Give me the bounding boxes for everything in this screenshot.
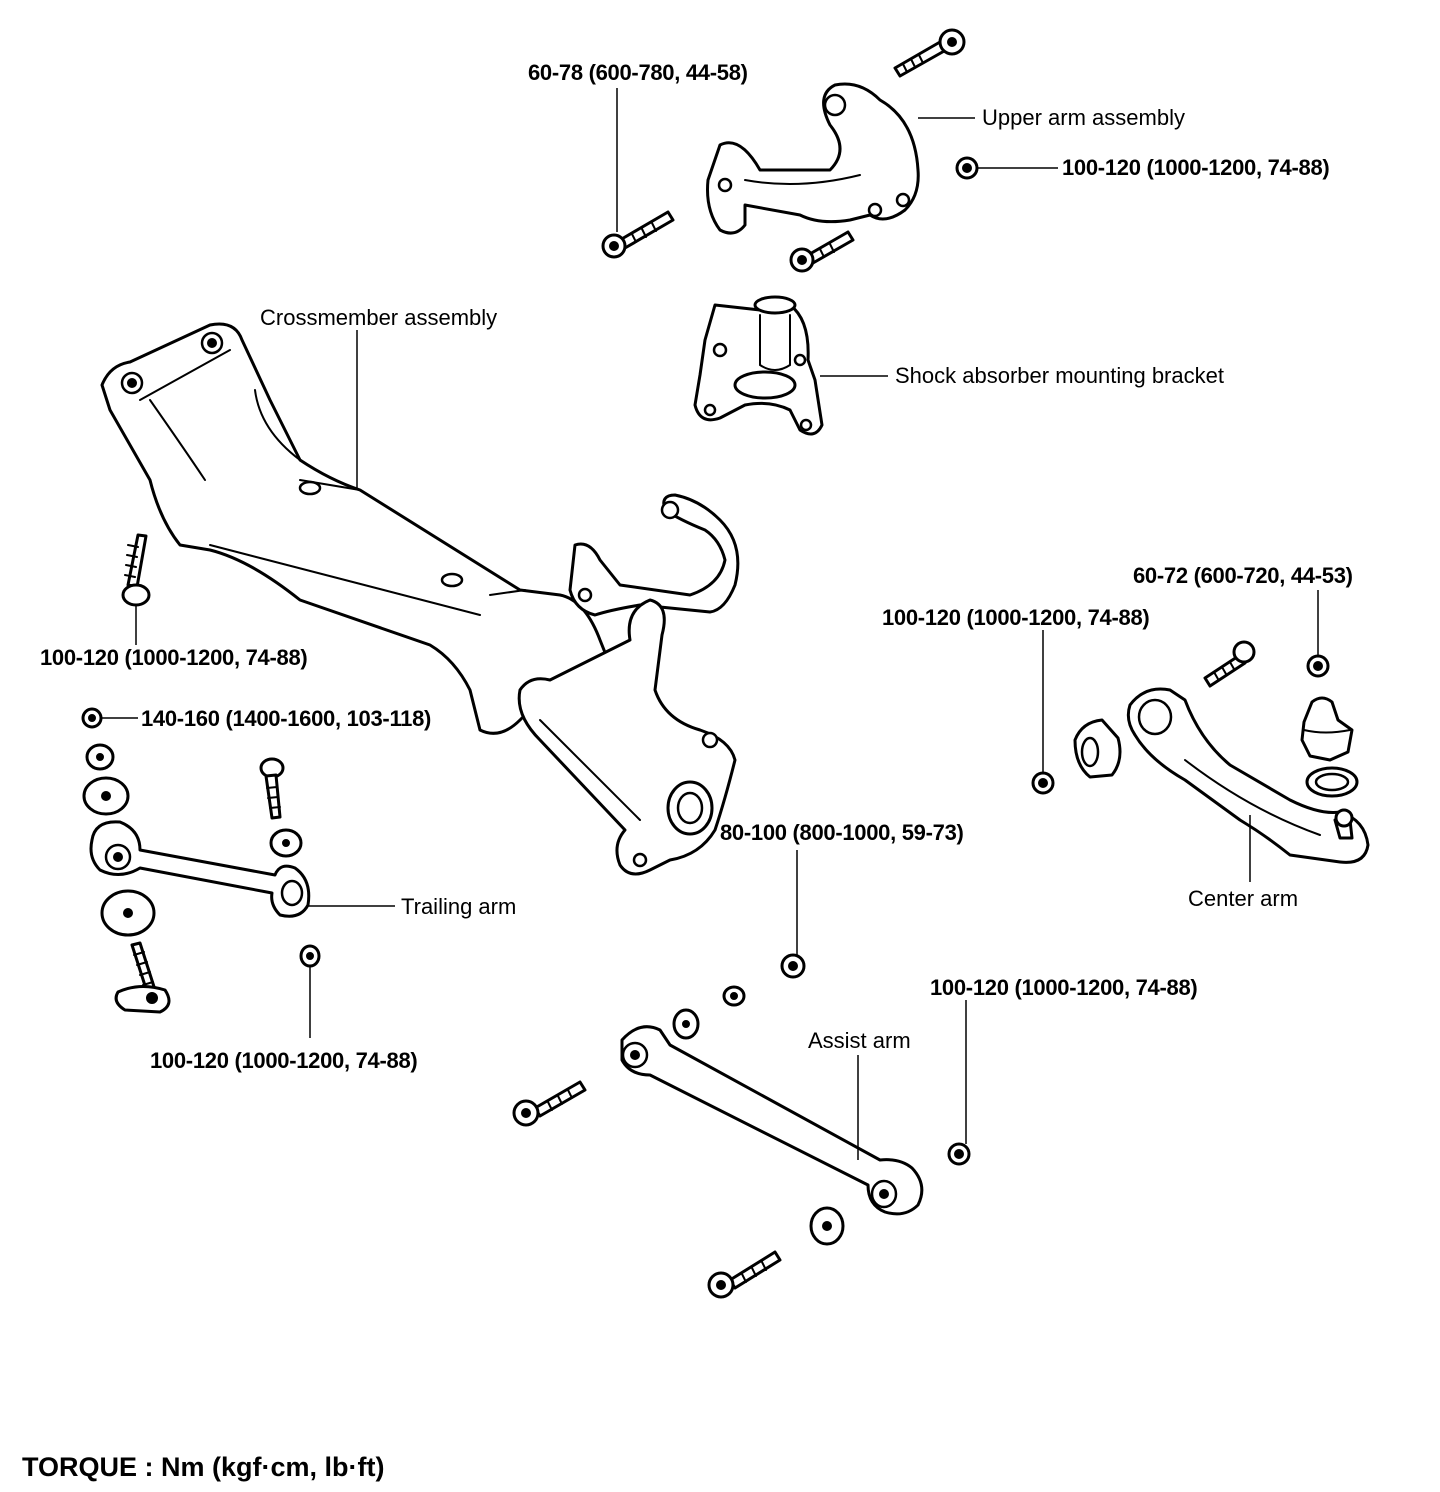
torque-assist-outer-label: 100-120 (1000-1200, 74-88) [930, 975, 1198, 1000]
upper-arm-assembly [706, 82, 920, 235]
assist-arm-label: Assist arm [808, 1028, 911, 1053]
upper-arm-bolt-lower [789, 230, 855, 273]
trailing-arm-bushing-2 [100, 889, 156, 937]
center-arm-label: Center arm [1188, 886, 1299, 911]
upper-arm-assembly-label: Upper arm assembly [982, 105, 1185, 130]
center-arm-balljoint-nut [1306, 654, 1330, 678]
crossmember-bolt [121, 533, 151, 607]
torque-trailing-nut-label: 100-120 (1000-1200, 74-88) [150, 1048, 418, 1073]
shock-absorber-mounting-bracket [693, 295, 824, 436]
trailing-arm-rear-nut [299, 944, 321, 968]
assist-arm-outer-bolt [707, 1250, 782, 1299]
assist-arm [620, 1025, 924, 1216]
torque-upper-bolt-label: 60-78 (600-780, 44-58) [528, 60, 748, 85]
torque-units-footer: TORQUE : Nm (kgf·cm, lb·ft) [22, 1452, 385, 1482]
center-arm-nut [1031, 771, 1055, 795]
center-arm-bolt [1203, 640, 1256, 688]
torque-trailing-front-label: 140-160 (1400-1600, 103-118) [141, 706, 432, 731]
torque-crossmember-bolt-label: 100-120 (1000-1200, 74-88) [40, 645, 308, 670]
assist-arm-inner-nut [780, 953, 806, 979]
trailing-arm [89, 820, 311, 918]
trailing-arm-bushing-1 [82, 776, 130, 816]
trailing-arm-label: Trailing arm [401, 894, 517, 919]
upper-arm-bolt-left [601, 210, 675, 259]
center-arm-ring [1305, 766, 1359, 798]
shock-absorber-bracket-label: Shock absorber mounting bracket [895, 363, 1224, 388]
assist-arm-washer-small [722, 985, 746, 1007]
trailing-arm-rear-washer [269, 828, 303, 858]
torque-center-balljoint-label: 60-72 (600-720, 44-53) [1133, 563, 1353, 588]
crossmember-assembly-label: Crossmember assembly [260, 305, 498, 330]
upper-arm-bolt-top [893, 28, 966, 78]
torque-upper-nut-label: 100-120 (1000-1200, 74-88) [1062, 155, 1330, 180]
center-arm [1126, 687, 1370, 864]
assist-arm-washer-outer [809, 1206, 845, 1246]
center-arm-dust-boot [1300, 696, 1354, 762]
trailing-arm-front-nut [81, 707, 103, 729]
torque-assist-inner-label: 80-100 (800-1000, 59-73) [720, 820, 964, 845]
crossmember-assembly [100, 322, 740, 876]
upper-arm-nut [955, 156, 979, 180]
center-arm-bushing [1073, 718, 1122, 779]
assist-arm-outer-nut [947, 1142, 971, 1166]
trailing-arm-rear-bolt [259, 757, 285, 820]
trailing-arm-washer-1 [85, 743, 115, 771]
assist-arm-washer-inner [672, 1008, 700, 1040]
torque-center-nut-label: 100-120 (1000-1200, 74-88) [882, 605, 1150, 630]
leader-lines [101, 88, 1319, 1160]
assist-arm-inner-bolt [512, 1080, 587, 1127]
trailing-arm-cam-bolt [114, 941, 171, 1014]
